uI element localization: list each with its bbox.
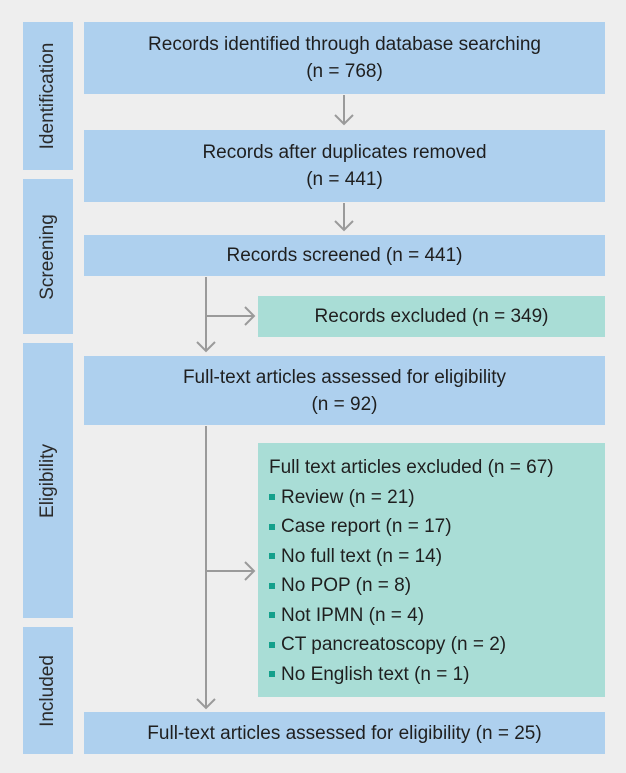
exclusion-reason: CT pancreatoscopy (n = 2) bbox=[269, 630, 605, 660]
box-fulltext-assessed: Full-text articles assessed for eligibil… bbox=[84, 356, 605, 425]
phase-included: Included bbox=[23, 627, 73, 754]
fulltext-excluded-title: Full text articles excluded (n = 67) bbox=[269, 457, 554, 478]
exclusion-reason: Review (n = 21) bbox=[269, 483, 605, 513]
arrowhead-2 bbox=[334, 220, 354, 232]
phase-eligibility: Eligibility bbox=[23, 343, 73, 618]
after-duplicates-text: Records after duplicates removed bbox=[202, 142, 487, 163]
bullet-icon bbox=[269, 523, 275, 530]
bullet-icon bbox=[269, 553, 275, 560]
exclusion-reason: No POP (n = 8) bbox=[269, 571, 605, 601]
records-identified-count: (n = 768) bbox=[306, 61, 383, 82]
records-screened-text: Records screened (n = 441) bbox=[226, 245, 463, 266]
box-included: Full-text articles assessed for eligibil… bbox=[84, 712, 605, 754]
fulltext-assessed-text: Full-text articles assessed for eligibil… bbox=[182, 366, 507, 388]
exclusion-reason-label: CT pancreatoscopy (n = 2) bbox=[281, 634, 507, 655]
bullet-icon bbox=[269, 612, 275, 619]
included-text: Full-text articles assessed for eligibil… bbox=[147, 722, 542, 744]
exclusion-reason-label: No full text (n = 14) bbox=[281, 545, 443, 567]
arrowhead-1 bbox=[334, 114, 354, 126]
exclusion-reason: Case report (n = 17) bbox=[269, 512, 605, 542]
bullet-icon bbox=[269, 494, 275, 501]
arrowhead-5 bbox=[196, 698, 216, 710]
exclusion-reason-label: No POP (n = 8) bbox=[281, 575, 412, 596]
box-records-identified: Records identified through database sear… bbox=[84, 22, 605, 94]
box-fulltext-excluded: Full text articles excluded (n = 67) Rev… bbox=[258, 443, 605, 697]
box-after-duplicates: Records after duplicates removed (n = 44… bbox=[84, 130, 605, 202]
arrowhead-4 bbox=[244, 306, 256, 326]
exclusion-reason: Not IPMN (n = 4) bbox=[269, 601, 605, 631]
bullet-icon bbox=[269, 671, 275, 678]
records-excluded-text: Records excluded (n = 349) bbox=[314, 305, 549, 327]
exclusion-reason-label: Not IPMN (n = 4) bbox=[281, 604, 425, 626]
exclusion-reason-label: Case report (n = 17) bbox=[281, 516, 452, 537]
bullet-icon bbox=[269, 641, 275, 648]
fulltext-assessed-count: (n = 92) bbox=[311, 393, 378, 415]
box-records-excluded: Records excluded (n = 349) bbox=[258, 296, 605, 337]
phase-screening: Screening bbox=[23, 179, 73, 334]
box-records-screened: Records screened (n = 441) bbox=[84, 235, 605, 276]
after-duplicates-count: (n = 441) bbox=[306, 169, 383, 190]
arrowhead-6 bbox=[244, 561, 256, 581]
exclusion-reason: No full text (n = 14) bbox=[269, 542, 605, 572]
records-identified-text: Records identified through database sear… bbox=[148, 34, 541, 55]
exclusion-reason-label: No English text (n = 1) bbox=[281, 663, 470, 685]
exclusion-reason: No English text (n = 1) bbox=[269, 660, 605, 690]
bullet-icon bbox=[269, 582, 275, 589]
exclusion-reason-label: Review (n = 21) bbox=[281, 486, 415, 508]
arrowhead-3 bbox=[196, 341, 216, 353]
phase-identification: Identification bbox=[23, 22, 73, 170]
